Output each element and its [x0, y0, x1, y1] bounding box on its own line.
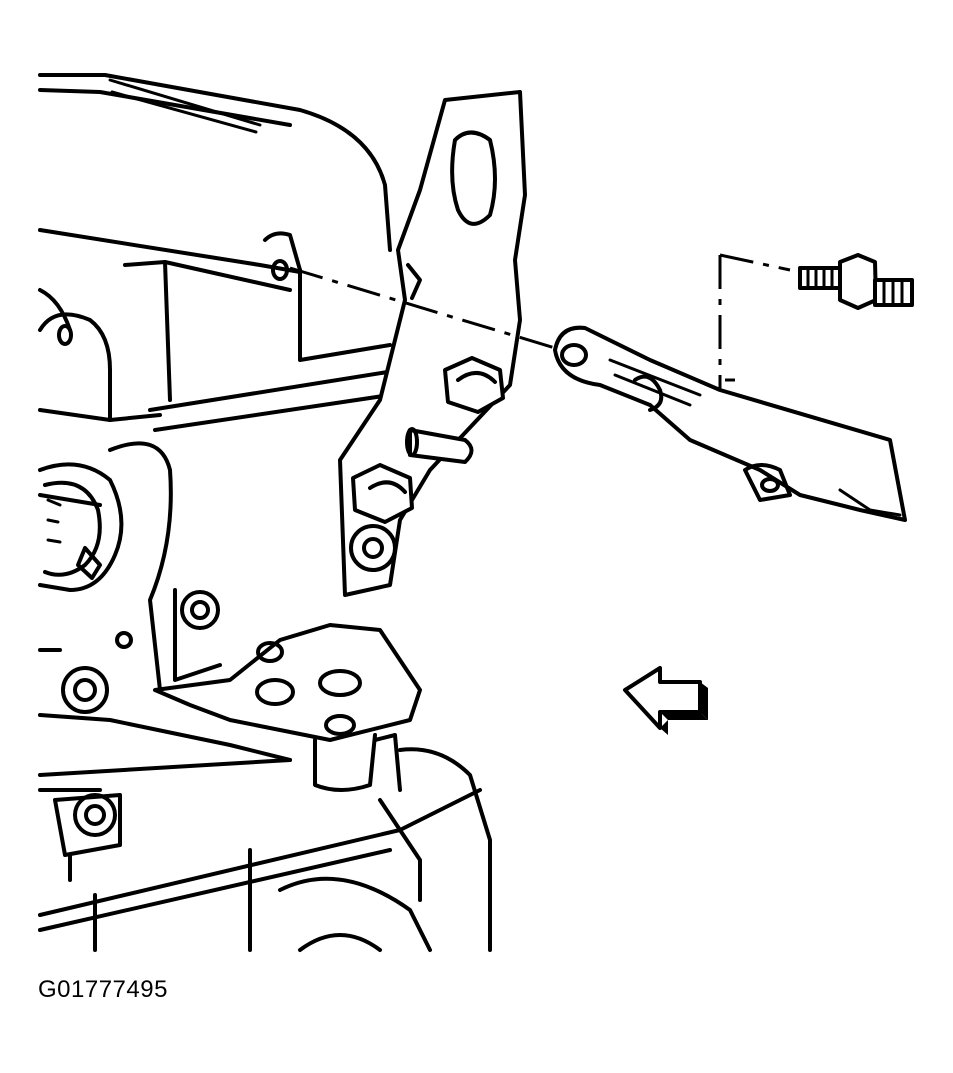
engine-front-pulley [38, 441, 173, 692]
middle-bracket-nut [351, 463, 414, 524]
bracket-bolts [349, 356, 505, 572]
alignment-dowel-pin [405, 427, 474, 464]
ground-strap-bolt [798, 253, 914, 310]
lower-bracket-bolt [349, 524, 397, 572]
ground-strap [553, 325, 907, 522]
left-arrow-icon [623, 666, 708, 735]
engine-lower-block [38, 588, 492, 952]
upper-bracket-nut [443, 356, 505, 414]
figure-id-label: G01777495 [38, 976, 168, 1003]
exploded-view-lines [289, 253, 791, 390]
engine-cylinder-head [38, 73, 402, 507]
mounting-bracket [338, 90, 527, 597]
